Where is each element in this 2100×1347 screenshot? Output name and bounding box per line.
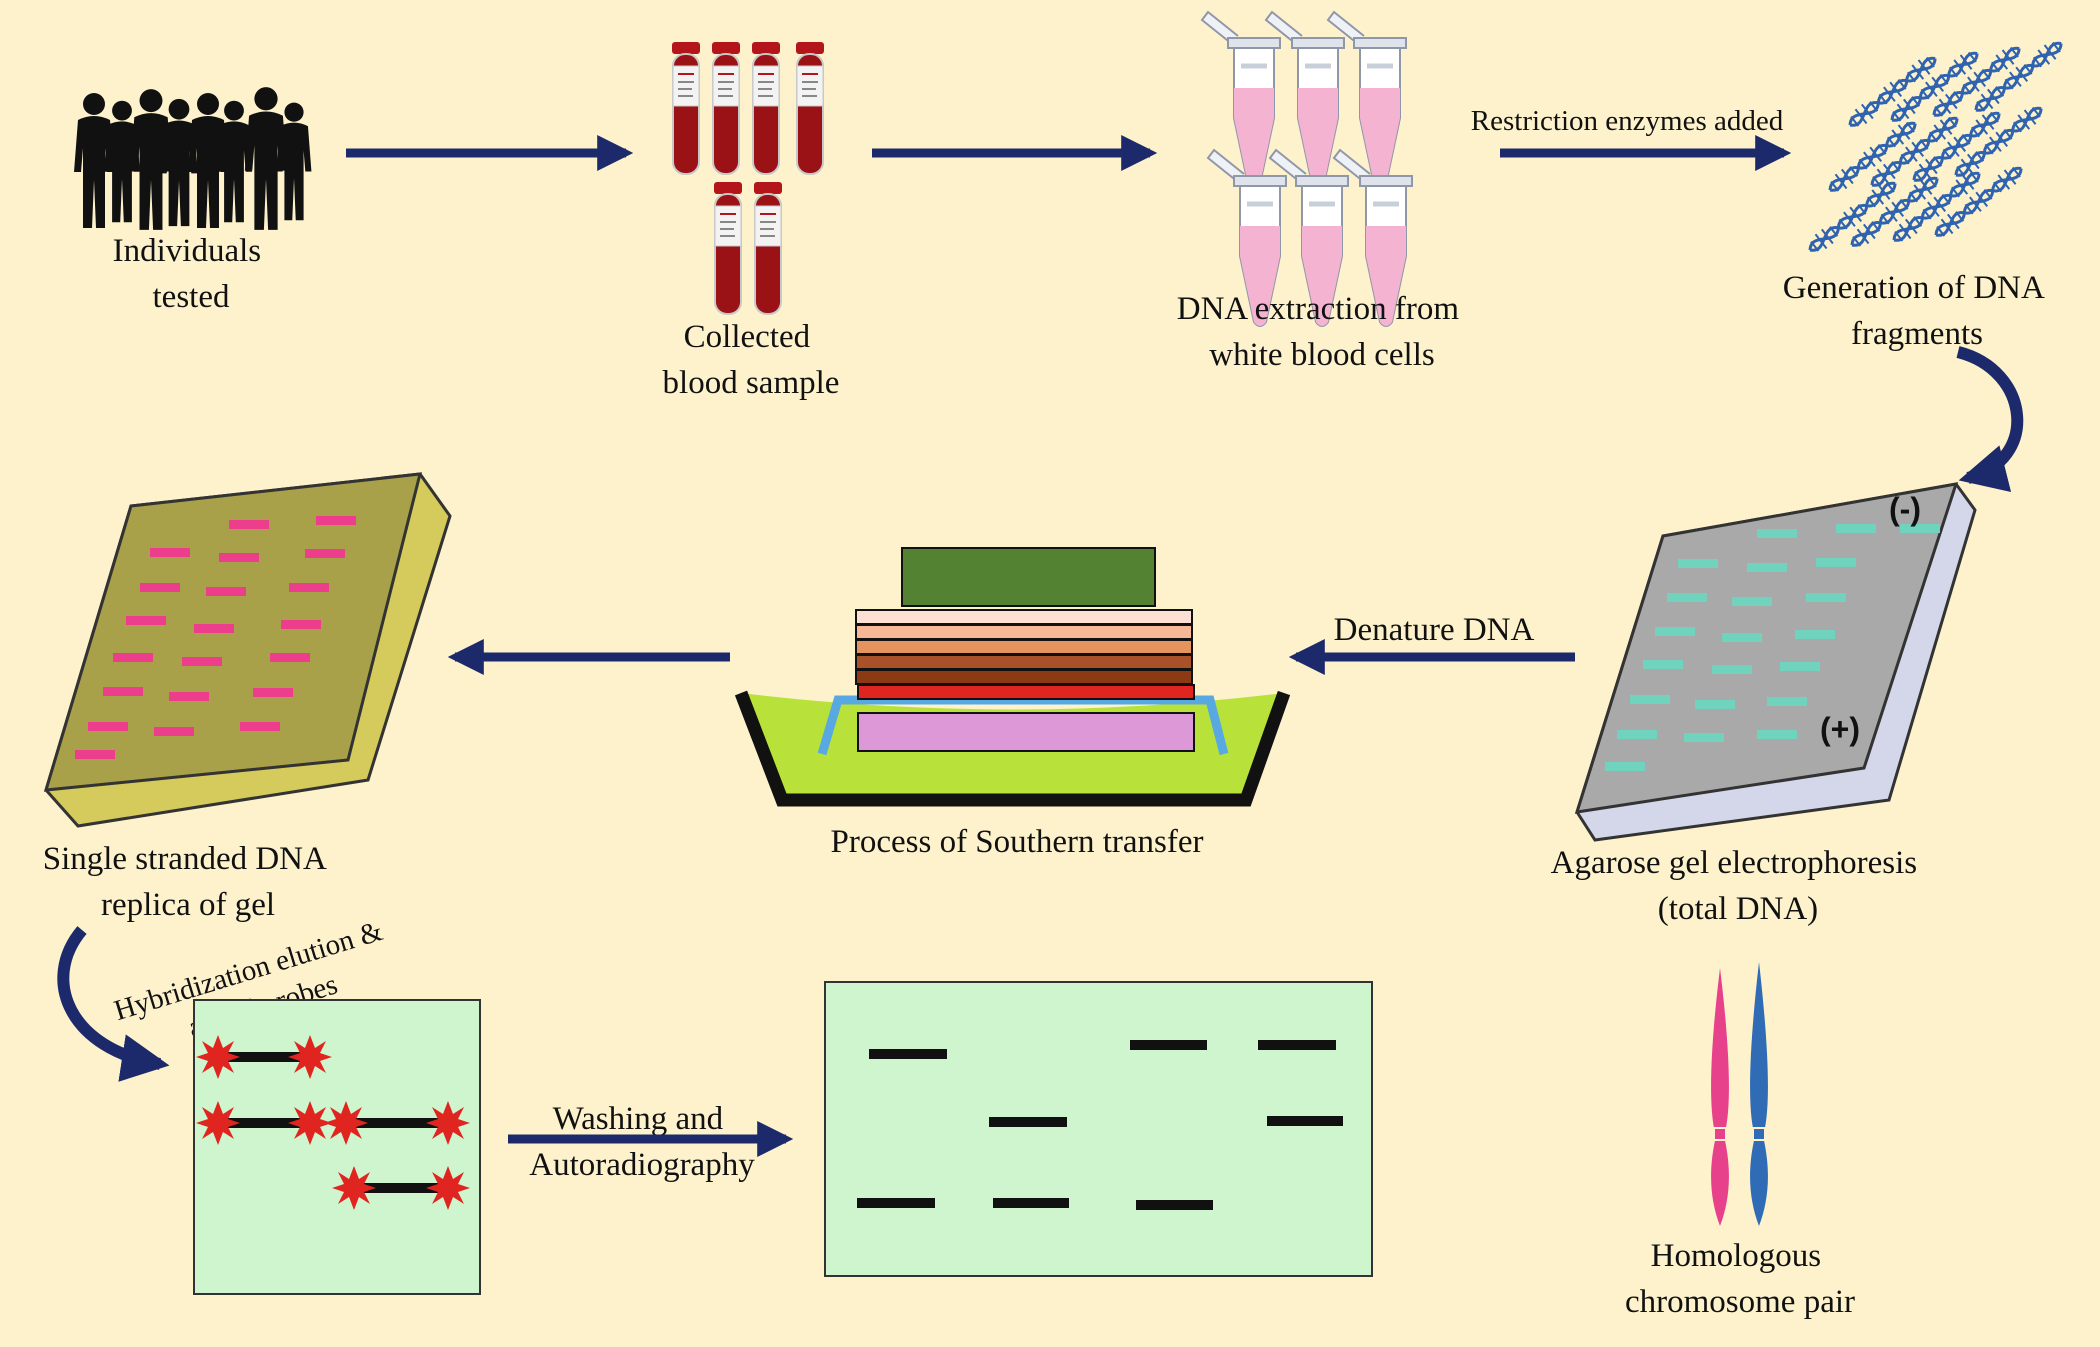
dna-fragments [1802, 34, 2069, 259]
replica-band [194, 624, 234, 633]
people-silhouettes [74, 87, 312, 230]
washing-label: Washing and Autoradiography [529, 1101, 755, 1183]
replica-band [75, 750, 115, 759]
curved-arrow-to-gel [1956, 346, 2024, 492]
agarose-label: Agarose gel electrophoresis (total DNA) [1551, 845, 1926, 927]
gel-positive-sign: (+) [1820, 711, 1860, 747]
replica-band [270, 653, 310, 662]
blood-tubes [671, 41, 825, 315]
replica-band [305, 549, 345, 558]
agarose-band [1795, 630, 1835, 639]
hybridization-membrane [193, 999, 481, 1295]
replica-band [240, 722, 280, 731]
agarose-band [1732, 597, 1772, 606]
agarose-band [1617, 730, 1657, 739]
replica-band [88, 722, 128, 731]
agarose-bands [1605, 524, 1940, 771]
curved-arrow-to-hybridization [57, 926, 170, 1082]
agarose-band [1630, 695, 1670, 704]
denature-label: Denature DNA [1334, 612, 1535, 648]
agarose-band [1712, 665, 1752, 674]
agarose-band [1722, 633, 1762, 642]
replica-band [253, 688, 293, 697]
probe-signal-icon [324, 1101, 368, 1145]
agarose-band [1678, 559, 1718, 568]
agarose-band [1836, 524, 1876, 533]
replica-band [229, 520, 269, 529]
probe-signal-icon [288, 1035, 332, 1079]
individuals-label: Individuals tested [113, 233, 270, 315]
agarose-band [1757, 529, 1797, 538]
agarose-band [1643, 660, 1683, 669]
agarose-band [1695, 700, 1735, 709]
autoradiograph-film [824, 981, 1373, 1277]
southern-transfer-apparatus [734, 547, 1291, 807]
fragments-label: Generation of DNA fragments [1783, 270, 2052, 352]
probe-signal-icon [426, 1101, 470, 1145]
agarose-band [1684, 733, 1724, 742]
autoradiograph-band [993, 1198, 1069, 1208]
probe-signal-icon [332, 1166, 376, 1210]
replica-band [316, 516, 356, 525]
replica-band [103, 687, 143, 696]
probe-signal-icon [196, 1035, 240, 1079]
replica-band [140, 583, 180, 592]
agarose-band [1605, 762, 1645, 771]
replica-band [182, 657, 222, 666]
probe-signal-icon [426, 1166, 470, 1210]
probe-band [346, 1118, 448, 1128]
gel-negative-sign: (-) [1889, 491, 1921, 527]
replica-band [281, 620, 321, 629]
probe-band [218, 1118, 310, 1128]
agarose-band [1757, 730, 1797, 739]
replica-label: Single stranded DNA replica of gel [43, 841, 334, 923]
replica-band [154, 727, 194, 736]
agarose-band [1816, 558, 1856, 567]
autoradiograph-band [1267, 1116, 1343, 1126]
agarose-gel: (-) (+) [1574, 482, 1977, 842]
restriction-enzymes-label: Restriction enzymes added [1471, 105, 1784, 137]
agarose-band [1667, 593, 1707, 602]
autoradiograph-band [1258, 1040, 1336, 1050]
replica-gel [43, 472, 452, 828]
agarose-band [1900, 524, 1940, 533]
autoradiograph-band [1130, 1040, 1207, 1050]
autoradiograph-band [869, 1049, 947, 1059]
replica-band [169, 692, 209, 701]
replica-bands [75, 516, 356, 759]
probe-band [354, 1183, 448, 1193]
autoradiograph-band [989, 1117, 1067, 1127]
replica-band [113, 653, 153, 662]
agarose-band [1806, 593, 1846, 602]
agarose-band [1655, 627, 1695, 636]
replica-band [219, 553, 259, 562]
agarose-band [1767, 697, 1807, 706]
chromosome-pair [1711, 962, 1768, 1226]
southern-transfer-label: Process of Southern transfer [831, 824, 1204, 860]
blood-sample-label: Collected blood sample [663, 319, 840, 401]
replica-band [150, 548, 190, 557]
probe-bands [196, 1035, 470, 1210]
replica-band [206, 587, 246, 596]
microcentrifuge-tubes [1202, 12, 1412, 326]
probe-band [218, 1052, 310, 1062]
autoradiograph-band [857, 1198, 935, 1208]
agarose-band [1780, 662, 1820, 671]
homologous-label: Homologous chromosome pair [1625, 1238, 1855, 1320]
replica-band [289, 583, 329, 592]
replica-band [126, 616, 166, 625]
probe-signal-icon [196, 1101, 240, 1145]
autoradiograph-bands [857, 1040, 1343, 1210]
agarose-band [1747, 563, 1787, 572]
extraction-label: DNA extraction from white blood cells [1177, 291, 1468, 373]
autoradiograph-band [1136, 1200, 1213, 1210]
